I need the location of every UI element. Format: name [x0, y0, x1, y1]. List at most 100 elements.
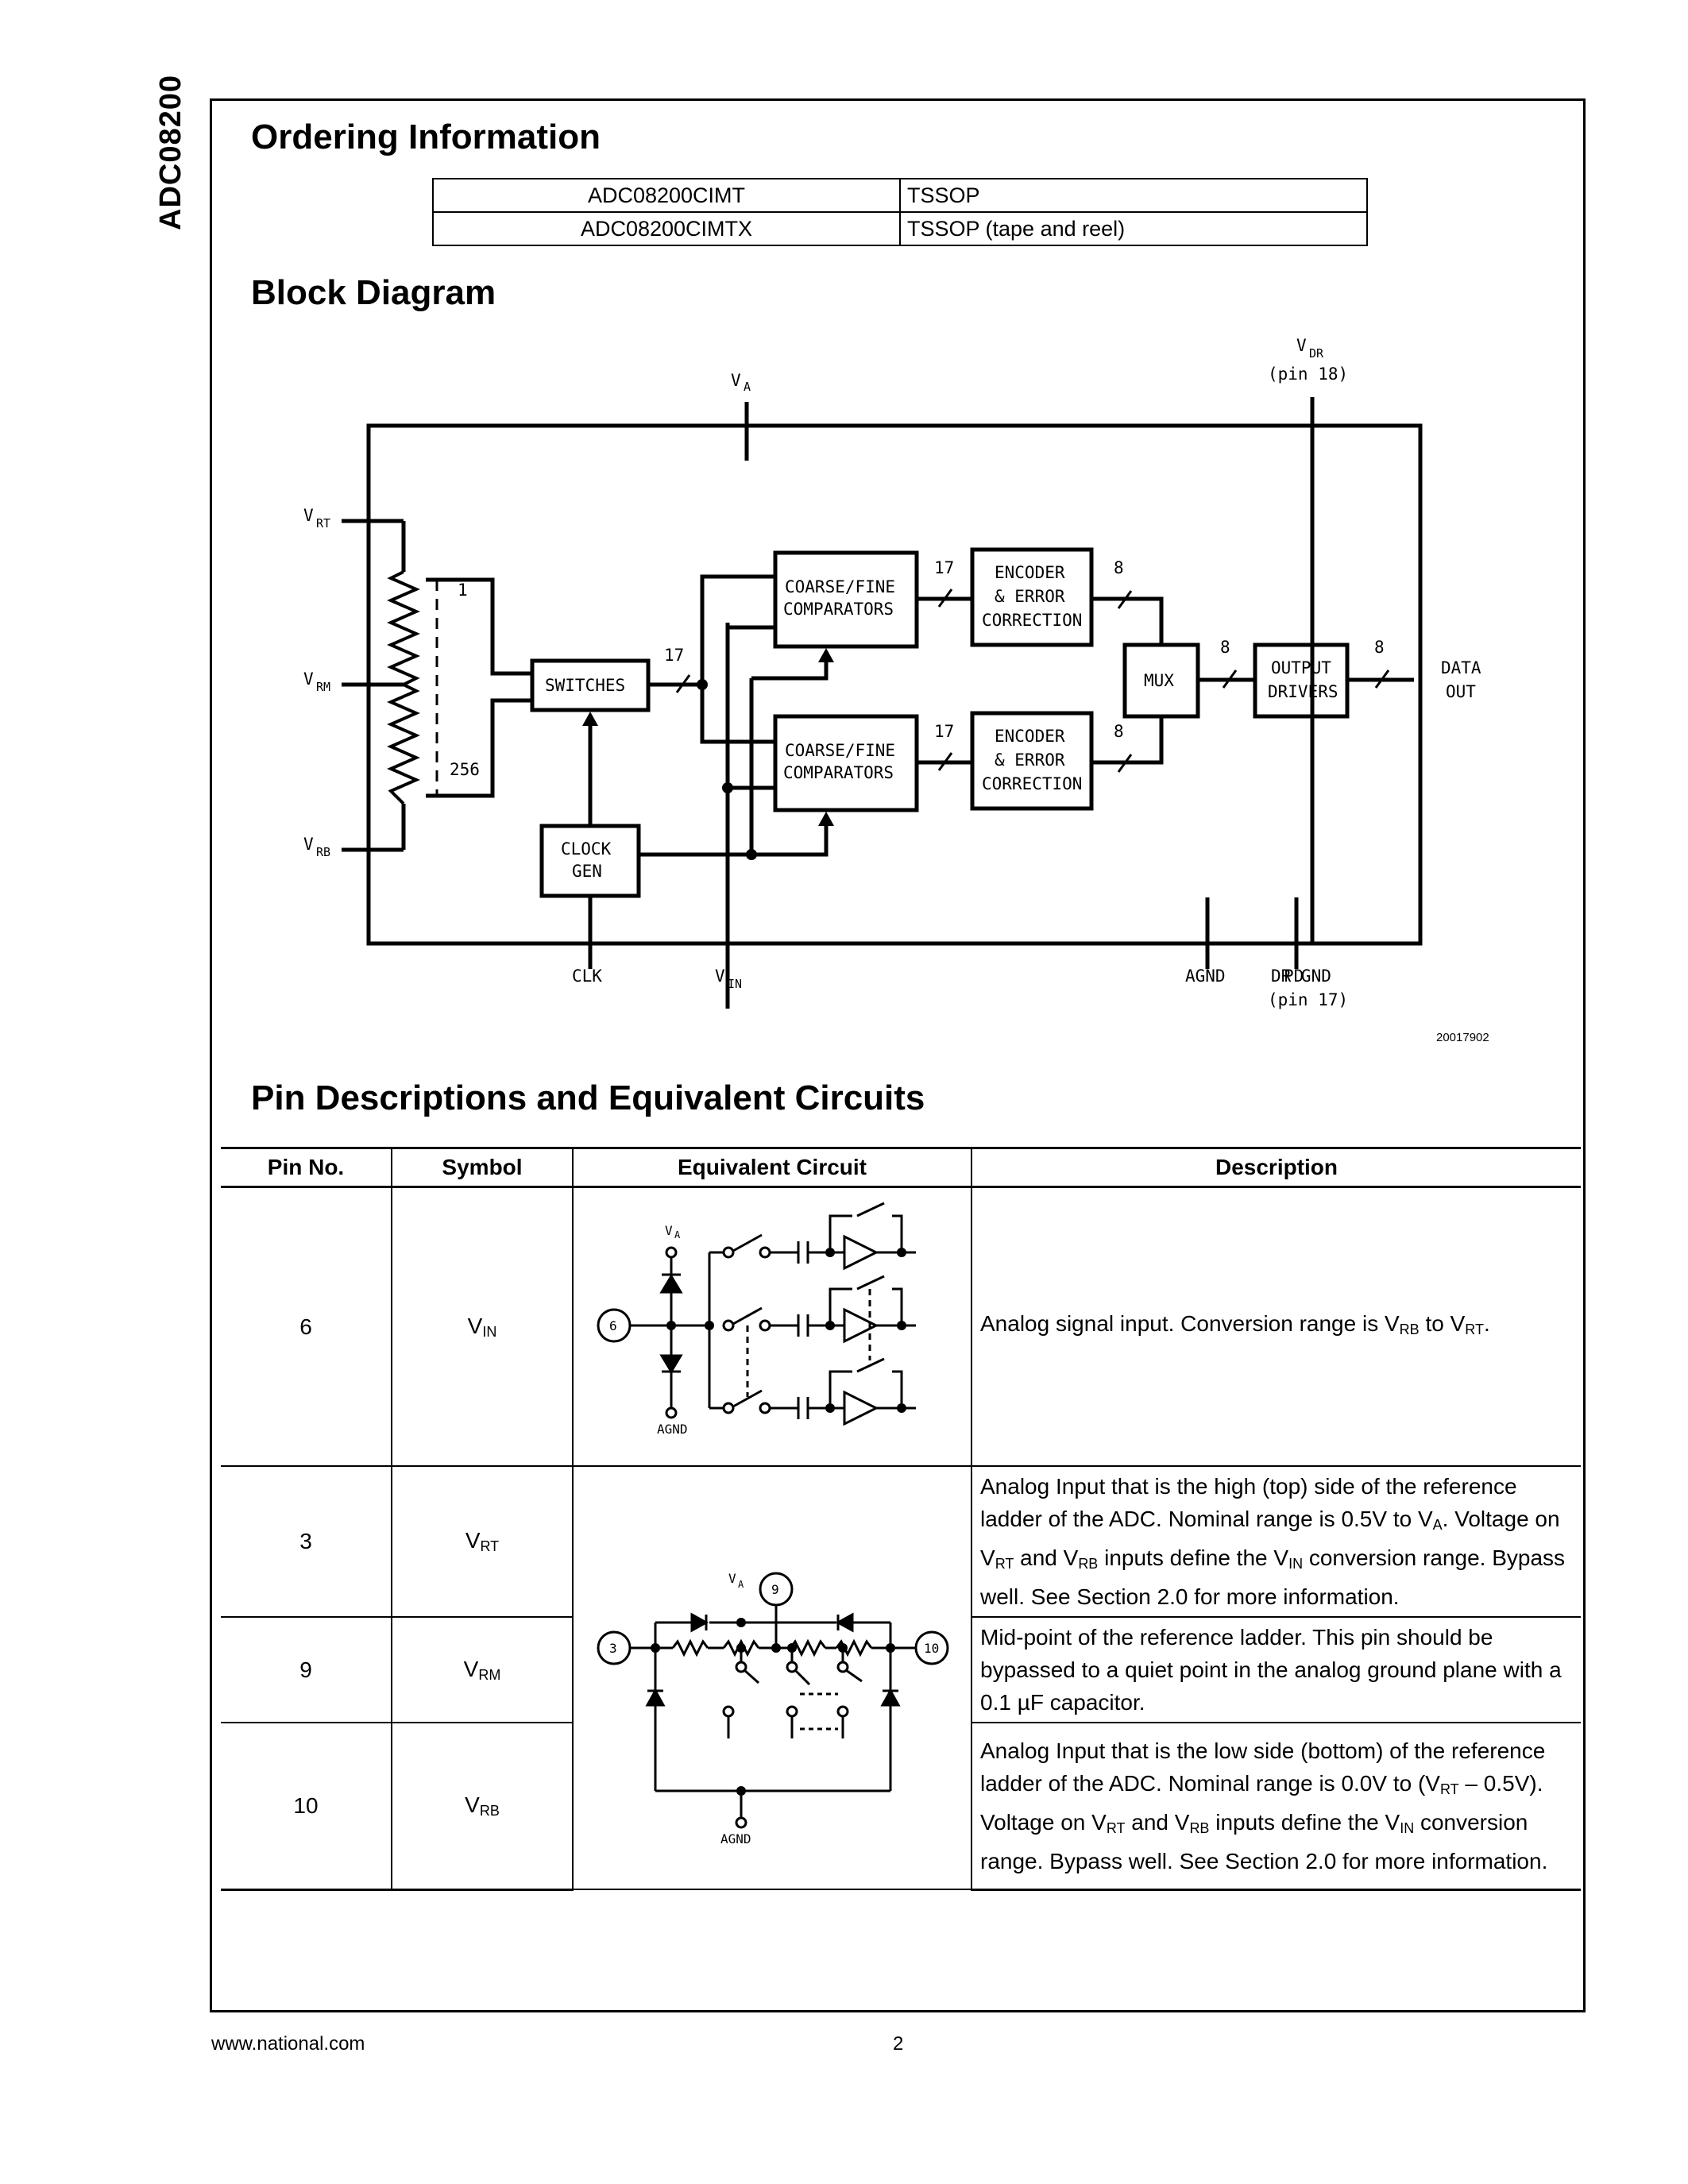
- ladder-va-sub: A: [738, 1579, 744, 1590]
- encoder-1-line2: & ERROR: [995, 587, 1065, 606]
- pin-symbol: VRB: [391, 1722, 573, 1891]
- table-header-row: Pin No. Symbol Equivalent Circuit Descri…: [221, 1147, 1581, 1188]
- circuit-pin-10-label: 10: [924, 1641, 939, 1656]
- col-equivalent-circuit: Equivalent Circuit: [572, 1147, 971, 1188]
- pin-description: Mid-point of the reference ladder. This …: [971, 1616, 1581, 1723]
- circuit-pin-9-label: 9: [771, 1582, 779, 1597]
- pin-number: 3: [299, 1529, 312, 1553]
- pin-symbol: VRM: [391, 1616, 573, 1723]
- package: TSSOP: [899, 178, 1368, 213]
- part-number: ADC08200CIMTX: [432, 211, 901, 246]
- bus-width-8c: 8: [1220, 638, 1230, 657]
- data-out-line2: OUT: [1446, 682, 1476, 701]
- equivalent-circuit-ladder: 3 9 10 V A AGND: [572, 1466, 971, 1890]
- vrt-label: V: [303, 506, 314, 525]
- circuit-va-label: V: [665, 1223, 673, 1238]
- clock-gen-line2: GEN: [572, 862, 602, 881]
- vrm-sub: RM: [316, 680, 330, 694]
- bus-width-8b: 8: [1114, 722, 1124, 741]
- ladder-agnd-label: AGND: [720, 1831, 751, 1846]
- dr-gnd-pin: (pin 17): [1268, 990, 1348, 1009]
- circuit-pin-3-label: 3: [609, 1641, 617, 1656]
- ordering-table: ADC08200CIMT TSSOP ADC08200CIMTX TSSOP (…: [432, 178, 1368, 246]
- encoder-2-line3: CORRECTION: [982, 774, 1082, 793]
- comparator-1-line2: COMPARATORS: [783, 600, 894, 619]
- vin-sub: IN: [728, 977, 742, 991]
- figure-number: 20017902: [1436, 1031, 1489, 1044]
- va-sub: A: [744, 380, 751, 394]
- vrb-label: V: [303, 835, 314, 854]
- pd-label: PD: [1284, 967, 1304, 986]
- encoder-1-line1: ENCODER: [995, 563, 1065, 582]
- output-drivers-block: [1253, 642, 1350, 719]
- output-drivers-line1: OUTPUT: [1271, 658, 1331, 677]
- page-frame: [210, 98, 1586, 2012]
- bus-width-8a: 8: [1114, 558, 1124, 577]
- bus-width-8d: 8: [1374, 638, 1385, 657]
- part-number: ADC08200CIMT: [432, 178, 901, 213]
- block-diagram-heading: Block Diagram: [251, 273, 496, 312]
- package: TSSOP (tape and reel): [899, 211, 1368, 246]
- table-row: 9 VRM Mid-point of the reference ladder.…: [221, 1616, 1581, 1723]
- bus-width-17c: 17: [934, 722, 954, 741]
- table-row: ADC08200CIMTX TSSOP (tape and reel): [432, 211, 1368, 246]
- vdr-label: V: [1296, 336, 1307, 355]
- encoder-2-line1: ENCODER: [995, 727, 1065, 746]
- clock-gen-line1: CLOCK: [561, 839, 612, 859]
- comparator-2-line1: COARSE/FINE: [785, 741, 895, 760]
- dr-gnd-label: DR GND: [1271, 967, 1331, 986]
- pin-description: Analog Input that is the low side (botto…: [971, 1722, 1581, 1891]
- switches-label: SWITCHES: [545, 676, 625, 695]
- ladder-va-label: V: [728, 1571, 736, 1586]
- circuit-agnd-label: AGND: [657, 1422, 688, 1437]
- vin-circuit-diagram: 6 V A AGND: [597, 1202, 916, 1437]
- data-out-line1: DATA: [1441, 658, 1481, 677]
- table-row: 3 VRT: [221, 1466, 1581, 1890]
- vin-label: V: [715, 967, 725, 986]
- side-title: ADC08200: [154, 75, 187, 230]
- vrm-label: V: [303, 669, 314, 689]
- pin-symbol: VIN: [391, 1187, 573, 1466]
- vrb-sub: RB: [316, 845, 330, 859]
- col-symbol: Symbol: [391, 1147, 573, 1188]
- pin-number: 6: [299, 1314, 312, 1339]
- table-row: ADC08200CIMT TSSOP: [432, 178, 1368, 213]
- va-label: V: [731, 371, 741, 390]
- block-diagram: V A V DR (pin 18) V RT V RM V RB 1 256 S…: [303, 336, 1481, 1009]
- pin-number: 10: [221, 1722, 392, 1891]
- equivalent-circuit-vin: 6 V A AGND: [572, 1187, 971, 1466]
- output-drivers-line2: DRIVERS: [1268, 682, 1338, 701]
- table-row: 10 VRB Analog Input that is the low side…: [221, 1722, 1581, 1891]
- encoder-1-line3: CORRECTION: [982, 611, 1082, 630]
- circuit-va-sub: A: [674, 1229, 681, 1241]
- ordering-heading: Ordering Information: [251, 118, 601, 156]
- pin-table: Pin No. Symbol Equivalent Circuit Descri…: [221, 1147, 1581, 1891]
- tap-1-label: 1: [458, 581, 468, 600]
- circuit-pin-6-label: 6: [609, 1318, 617, 1333]
- col-pin-no: Pin No.: [221, 1147, 392, 1188]
- encoder-2-line2: & ERROR: [995, 751, 1065, 770]
- clk-label: CLK: [572, 967, 602, 986]
- vdr-pin: (pin 18): [1268, 365, 1348, 384]
- vdr-sub: DR: [1309, 346, 1324, 361]
- col-description: Description: [971, 1147, 1581, 1188]
- comparator-1-line1: COARSE/FINE: [785, 577, 895, 596]
- vrt-sub: RT: [316, 516, 330, 531]
- comparator-2-line2: COMPARATORS: [783, 763, 894, 782]
- bus-width-17b: 17: [934, 558, 954, 577]
- chip-outline: [366, 423, 1423, 946]
- page-number: 2: [893, 2033, 904, 2055]
- pin-description: Analog Input that is the high (top) side…: [971, 1466, 1581, 1617]
- ladder-circuit-diagram: 3 9 10 V A AGND: [597, 1571, 949, 1846]
- footer-url[interactable]: www.national.com: [211, 2033, 365, 2055]
- pin-description: Analog signal input. Conversion range is…: [971, 1187, 1581, 1466]
- bus-width-17a: 17: [664, 646, 684, 665]
- pin-symbol: VRT: [391, 1466, 573, 1617]
- agnd-label: AGND: [1185, 967, 1226, 986]
- pins-heading: Pin Descriptions and Equivalent Circuits: [251, 1078, 925, 1117]
- pin-number: 9: [221, 1616, 392, 1723]
- tap-256-label: 256: [450, 760, 480, 779]
- mux-label: MUX: [1144, 671, 1174, 690]
- clock-gen-block: [539, 824, 641, 898]
- table-row: 6 VIN: [221, 1187, 1581, 1466]
